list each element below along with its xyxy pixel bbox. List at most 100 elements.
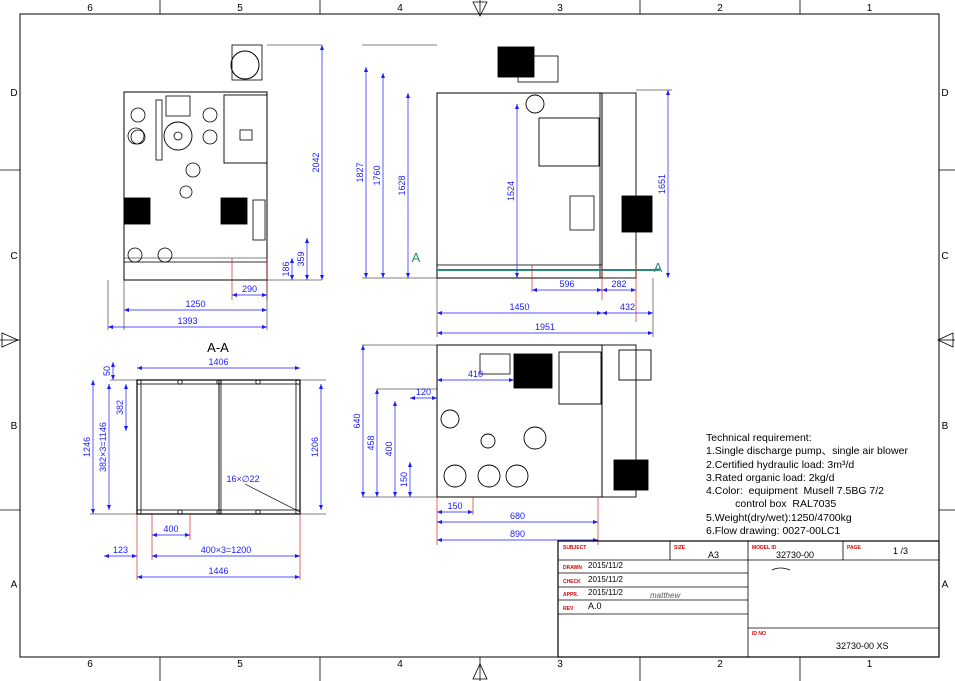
dimension-arrow	[532, 288, 537, 292]
centering-mark	[472, 1, 488, 17]
pump-motor	[123, 197, 151, 225]
dimension-label: 1524	[506, 181, 516, 201]
dimension-arrow	[262, 325, 267, 329]
section-title: A-A	[207, 340, 229, 355]
zone-row-label: A	[11, 580, 18, 591]
dimension-label: 1206	[310, 437, 320, 457]
dimension-arrow	[364, 67, 368, 72]
dimension-label: 1450	[509, 302, 529, 312]
dimension-label: 400	[163, 524, 178, 534]
dimension-arrow	[305, 238, 309, 243]
dimension-label: 382	[115, 400, 125, 415]
zone-column-label: 3	[557, 3, 563, 14]
dimension-arrow	[290, 275, 294, 280]
dimension-label: 16×∅22	[226, 474, 259, 484]
dimension-arrow	[91, 380, 95, 385]
id-no-value: 32730-00 XS	[836, 641, 889, 651]
dimension-arrow	[631, 288, 636, 292]
dimension-arrow	[648, 311, 653, 315]
dimension-arrow	[295, 554, 300, 558]
pipe	[155, 99, 163, 161]
dimension-label: 1393	[177, 316, 197, 326]
dimension-arrow	[509, 378, 514, 382]
tech-line: 2.Certified hydraulic load: 3m³/d	[706, 458, 855, 471]
pipe	[252, 199, 266, 241]
centering-mark	[1, 332, 19, 348]
zone-row-label: D	[10, 88, 17, 99]
tank-outline	[123, 91, 268, 281]
manhole-cover	[538, 117, 600, 167]
dimension-arrow	[602, 288, 607, 292]
zone-column-label: 3	[557, 659, 563, 670]
dimension-arrow	[361, 345, 365, 350]
tank-outline	[436, 92, 603, 279]
dimension-label: 123	[113, 545, 128, 555]
dimension-arrow	[111, 375, 115, 380]
dimension-label: 680	[510, 511, 525, 521]
gauge-panel	[165, 95, 191, 117]
bolt-hole	[216, 379, 222, 385]
dimension-arrow	[381, 73, 385, 78]
control-box	[223, 94, 268, 164]
bolt-hole	[255, 379, 261, 385]
flange	[202, 129, 218, 145]
bolt-hole	[177, 509, 183, 515]
dimension-arrow	[262, 293, 267, 297]
dimension-arrow	[295, 575, 300, 579]
centering-mark	[937, 332, 954, 348]
dimension-arrow	[437, 378, 442, 382]
id-no-label: ID NO	[752, 631, 766, 637]
section-mark: A	[654, 260, 663, 275]
dimension-arrow	[406, 273, 410, 278]
model-id-value: 32730-00	[776, 550, 815, 560]
flange	[480, 433, 496, 449]
dimension-label: 120	[416, 387, 431, 397]
dimension-label: 400	[384, 441, 394, 456]
base-frame	[123, 261, 268, 281]
zone-column-label: 6	[87, 659, 93, 670]
dimension-arrow	[124, 426, 128, 431]
zone-column-label: 4	[397, 3, 403, 14]
dimension-arrow	[437, 538, 442, 542]
dimension-arrow	[437, 510, 442, 514]
outer-frame	[19, 13, 940, 658]
dimension-label: 1406	[208, 357, 228, 367]
flange	[505, 464, 529, 488]
bolt-hole	[295, 379, 301, 385]
leader-line	[244, 483, 301, 513]
zone-column-label: 1	[867, 3, 873, 14]
bolt-hole	[255, 509, 261, 515]
dimension-label: 890	[510, 529, 525, 539]
dimension-arrow	[319, 384, 323, 389]
zone-column-label: 5	[237, 3, 243, 14]
dimension-arrow	[406, 93, 410, 98]
technical-requirements: Technical requirement: 1.Single discharg…	[706, 432, 946, 538]
tech-line: control box RAL7035	[706, 498, 837, 511]
drawn-date: 2015/11/2	[588, 561, 623, 570]
centering-mark	[472, 663, 488, 680]
dimension-arrow	[137, 575, 142, 579]
dimension-label: 640	[352, 413, 362, 428]
bolt-hole	[136, 509, 142, 515]
bolt-hole	[295, 509, 301, 515]
tech-line: 6.Flow drawing: 0027-00LC1	[706, 525, 841, 538]
subject-label: SUBJECT	[563, 545, 587, 551]
dimension-arrow	[437, 311, 442, 315]
dimension-label: 1827	[355, 162, 365, 182]
flange	[440, 409, 460, 429]
dimension-arrow	[432, 396, 437, 400]
tech-line: 1.Single discharge pump、single air blowe…	[706, 445, 908, 458]
dimension-arrow	[515, 273, 519, 278]
zone-row-label: B	[11, 421, 18, 432]
blower-fan	[230, 50, 260, 80]
dimension-arrow	[295, 366, 300, 370]
pump-motor	[621, 195, 653, 233]
check-label: CHECK	[563, 579, 581, 585]
tech-line: 5.Weight(dry/wet):1250/4700kg	[706, 511, 852, 524]
dimension-label: 1446	[208, 566, 228, 576]
flange	[127, 247, 143, 263]
valve	[179, 185, 193, 199]
